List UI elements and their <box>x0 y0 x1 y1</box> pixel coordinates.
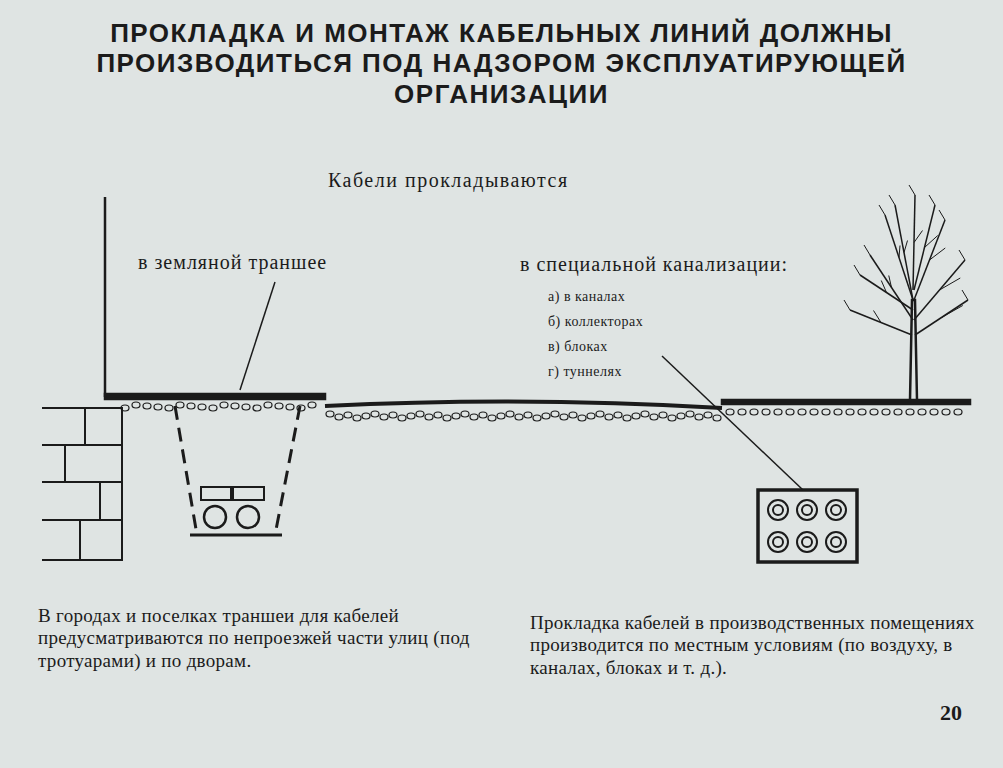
tree <box>844 185 968 400</box>
leader-line <box>240 282 275 390</box>
label: в специальной канализации: <box>520 252 920 276</box>
protective-slab <box>201 487 231 500</box>
pavement <box>105 394 325 399</box>
heading: Кабели прокладываются <box>328 168 658 192</box>
trench <box>175 406 300 535</box>
label: в земляной траншее <box>138 250 418 274</box>
protective-slab <box>233 487 264 500</box>
building-wall <box>104 197 107 397</box>
cable <box>237 506 259 528</box>
page-number: 20 <box>940 700 990 726</box>
list-item: в) блоках <box>548 339 748 356</box>
note: Прокладка кабелей в производственных пом… <box>530 612 995 679</box>
list-item: б) коллекторах <box>548 314 748 331</box>
note: В городах и поселках траншеи для кабелей… <box>38 605 478 672</box>
brick-wall <box>42 408 122 560</box>
road-surface <box>325 401 722 408</box>
trench-bottom <box>190 534 282 537</box>
leader-line <box>662 356 803 490</box>
block-ducts <box>768 500 846 552</box>
gravel <box>121 402 962 421</box>
list-item: а) в каналах <box>548 289 748 306</box>
list-item: г) туннелях <box>548 364 748 381</box>
sidewalk <box>722 400 970 404</box>
cable <box>204 506 226 528</box>
title: ПРОКЛАДКА И МОНТАЖ КАБЕЛЬНЫХ ЛИНИЙ ДОЛЖН… <box>10 18 993 109</box>
cable-block <box>758 490 857 562</box>
